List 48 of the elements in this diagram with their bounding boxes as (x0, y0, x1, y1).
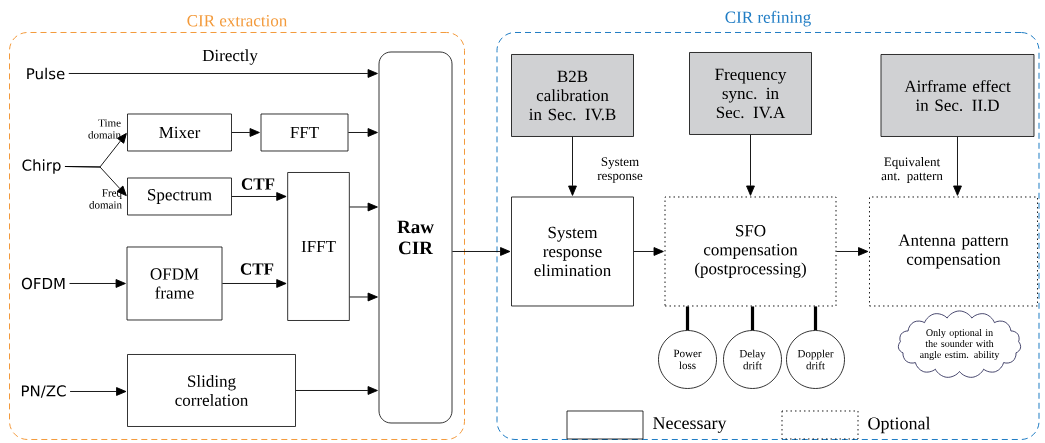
edge-label: Time domain (88, 119, 121, 139)
arrow (347, 128, 378, 137)
process-box: Spectrum (127, 177, 232, 216)
input-box: B2B calibration in Sec. IV.B (511, 54, 634, 137)
arrow (69, 387, 127, 396)
arrow (221, 279, 287, 288)
process-box: System response elimination (511, 196, 634, 307)
arrow (953, 136, 962, 196)
edge-label: Equivalent ant. pattern (881, 157, 943, 183)
input-box: Airframe effect in Sec. II.D (880, 54, 1035, 137)
arrow (568, 136, 577, 196)
process-box: FFT (260, 113, 349, 152)
connector-line (813, 306, 818, 331)
signal-label: PN/ZC (21, 385, 66, 398)
arrow (231, 128, 260, 137)
arrow (836, 247, 869, 256)
section-title: CIR extraction (187, 15, 288, 27)
process-box: IFFT (287, 172, 350, 321)
arrow (231, 192, 287, 201)
arrow (349, 292, 378, 302)
arrow (451, 247, 511, 256)
process-box: Raw CIR (378, 51, 453, 424)
optional-box: SFO compensation (postprocessing) (664, 196, 837, 307)
edge-label: CTF (241, 178, 275, 190)
optional-box: Antenna pattern compensation (869, 196, 1038, 307)
arrow (68, 69, 378, 78)
section-title: CIR refining (725, 10, 811, 27)
arrow (633, 247, 664, 256)
arrow (349, 202, 378, 212)
legend-label: Necessary (653, 417, 727, 433)
connector-line (750, 306, 755, 331)
signal-label: Chirp (22, 159, 61, 174)
edge-label: System response (597, 157, 643, 183)
arrow (746, 134, 755, 196)
process-box: Mixer (127, 113, 232, 152)
note-cloud: Only optional in the sounder with angle estim. ability (897, 310, 1022, 378)
process-box: OFDM frame (126, 246, 223, 321)
arrow (64, 166, 127, 197)
signal-label: OFDM (21, 277, 65, 290)
arrow (295, 386, 378, 395)
connector-line (685, 306, 690, 331)
signal-label: Pulse (27, 67, 65, 80)
input-box: Frequency sync. in Sec. IV.A (689, 52, 812, 135)
process-box: Sliding correlation (127, 354, 296, 427)
edge-label: CTF (240, 263, 274, 275)
legend-label: Optional (868, 416, 931, 434)
edge-label: Directly (202, 49, 258, 65)
arrow (69, 279, 126, 288)
